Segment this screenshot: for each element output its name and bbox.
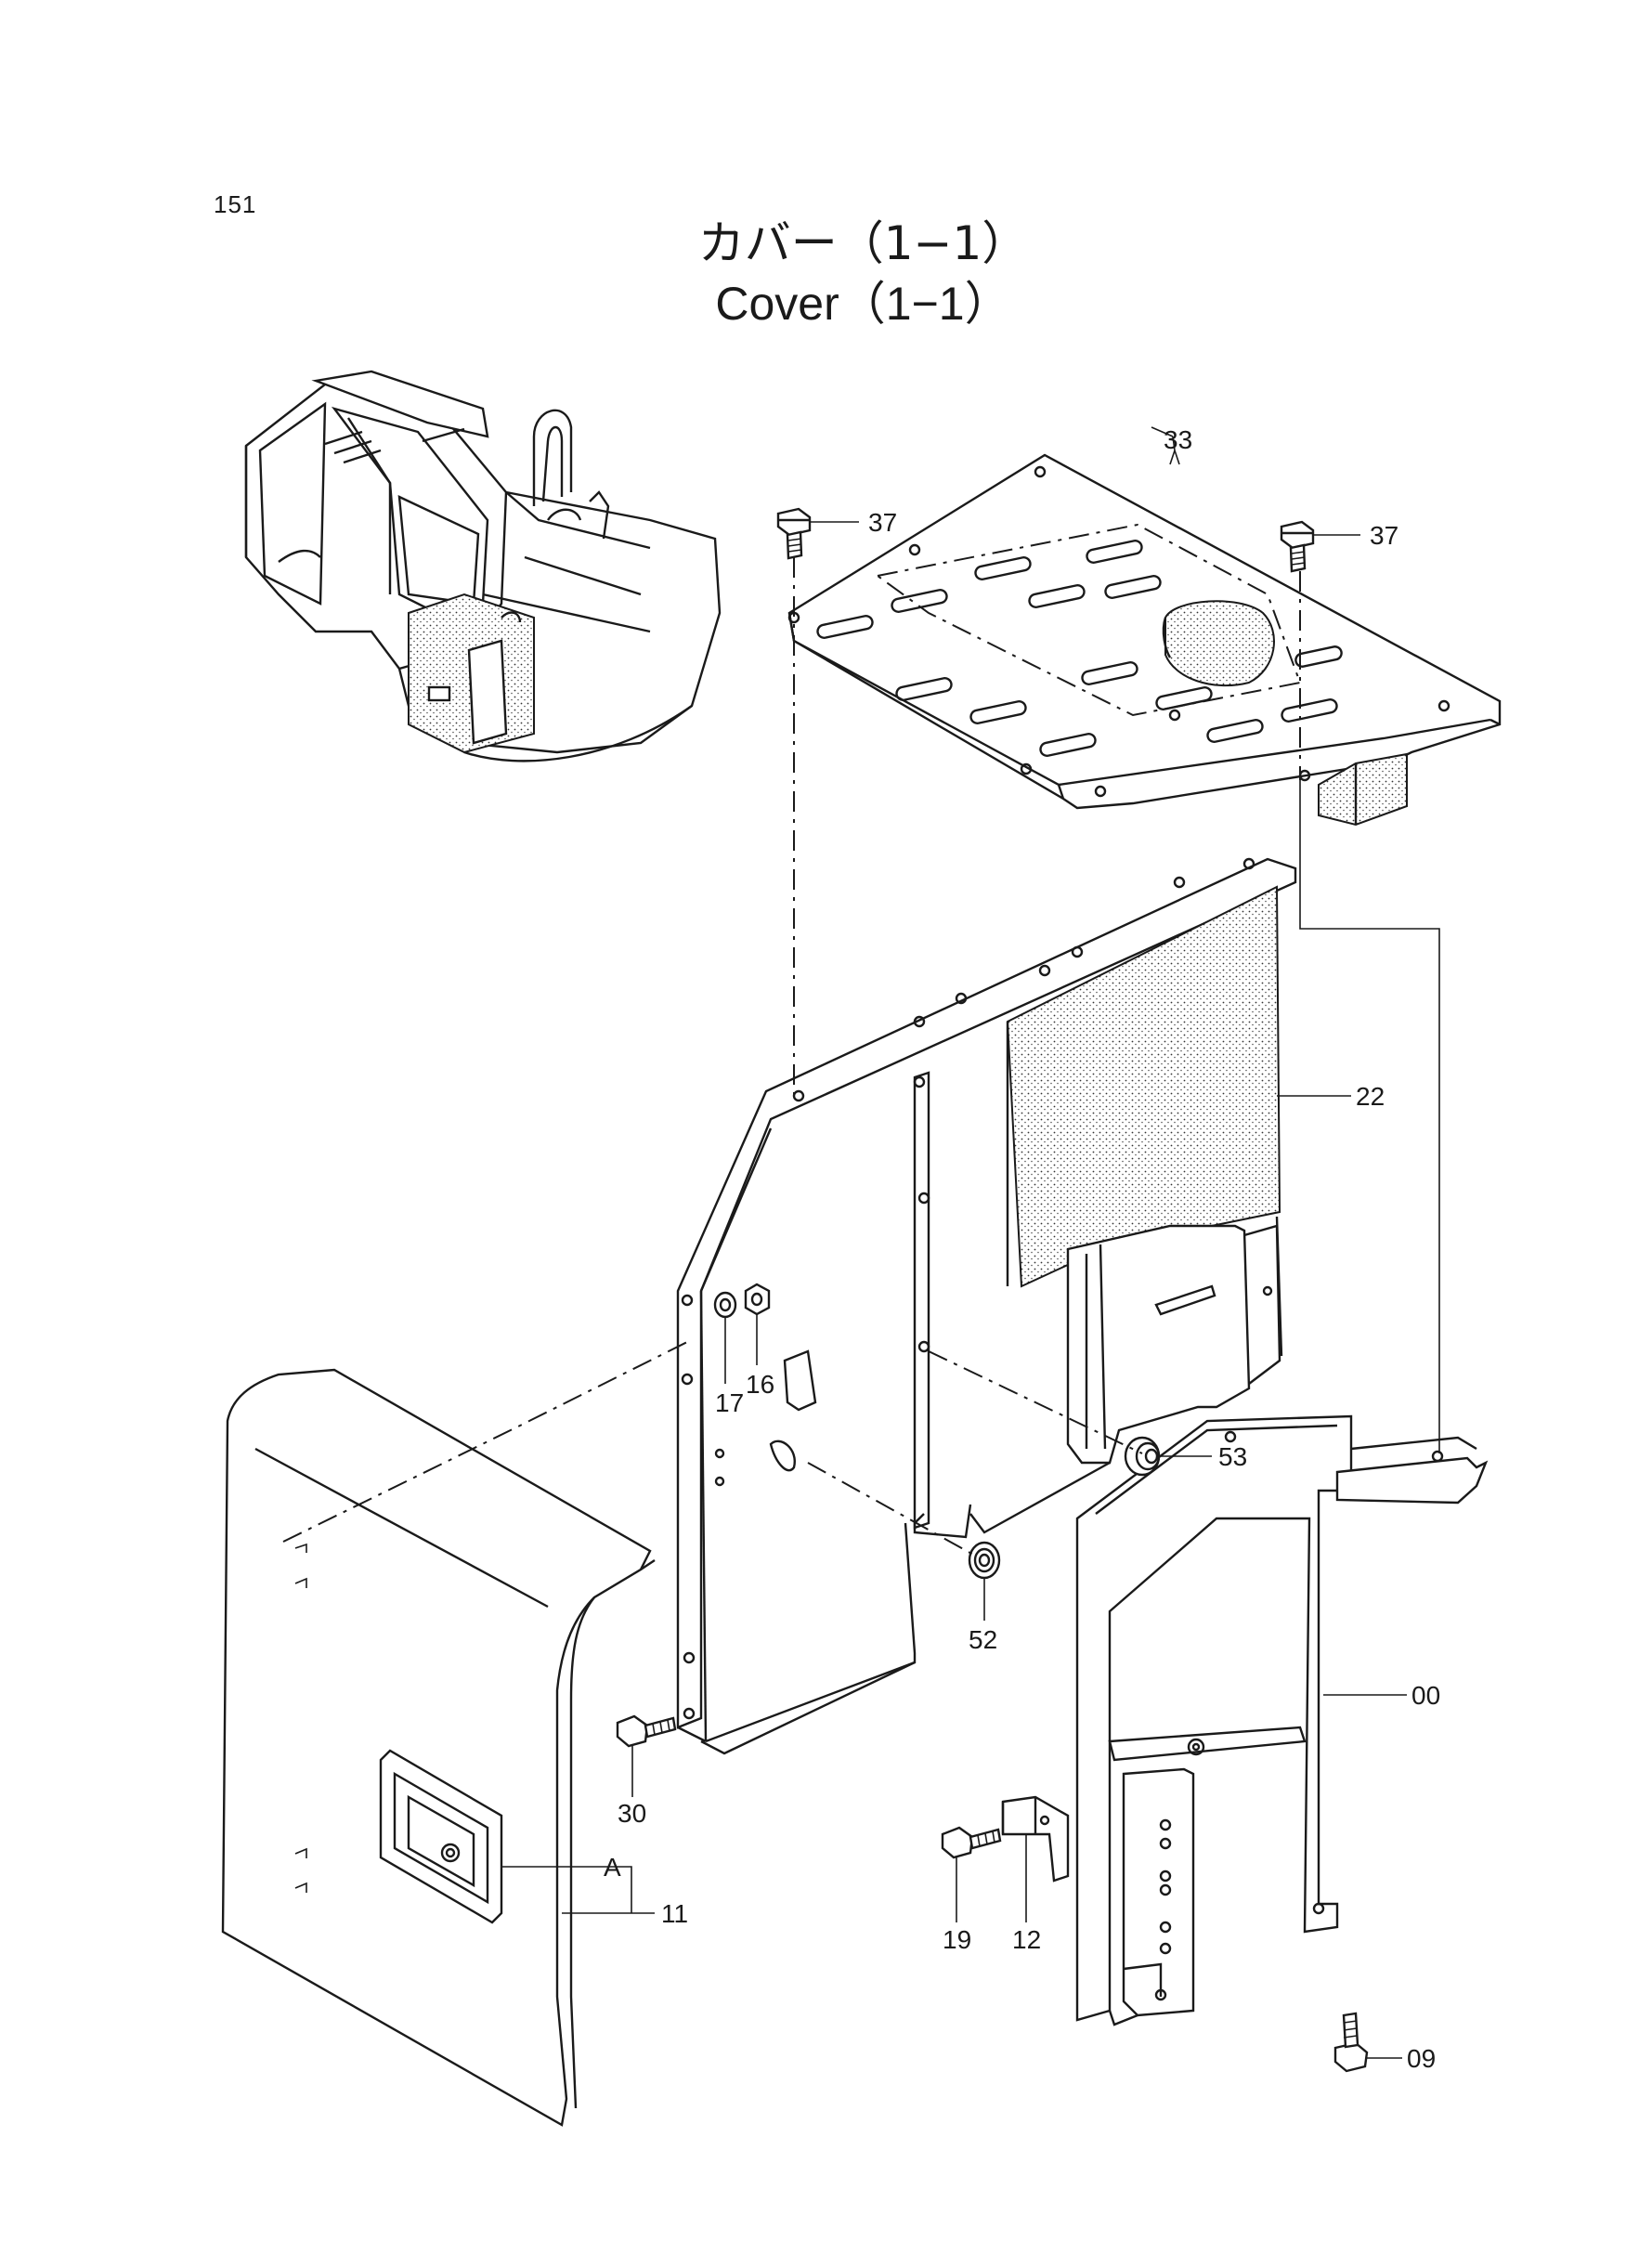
label-37-left: 37 bbox=[868, 508, 897, 537]
label-53: 53 bbox=[1218, 1442, 1247, 1471]
title-block: カバー（1−1） Cover（1−1） bbox=[0, 214, 1652, 334]
label-A: A bbox=[604, 1853, 621, 1882]
side-door-11 bbox=[221, 1341, 688, 2127]
label-09: 09 bbox=[1407, 2044, 1436, 2073]
bolt-30 bbox=[616, 1714, 677, 1748]
title-english: Cover（1−1） bbox=[715, 278, 1011, 330]
bolt-19 bbox=[941, 1826, 1002, 1859]
nut-16 bbox=[744, 1283, 771, 1316]
bolt-09 bbox=[1333, 2012, 1369, 2073]
label-30: 30 bbox=[618, 1799, 646, 1828]
bolt-37-right bbox=[1280, 520, 1315, 573]
label-33: 33 bbox=[1164, 425, 1192, 454]
bolt-37-left bbox=[776, 507, 812, 560]
grommet-52 bbox=[968, 1541, 1001, 1580]
label-22: 22 bbox=[1356, 1082, 1385, 1111]
top-cover-plate-33 bbox=[787, 453, 1502, 827]
label-17: 17 bbox=[715, 1388, 744, 1417]
part-labels: 33 37 37 22 17 16 53 52 00 30 19 12 A 11… bbox=[604, 425, 1440, 2073]
label-16: 16 bbox=[746, 1370, 774, 1399]
label-52: 52 bbox=[969, 1625, 997, 1654]
label-19: 19 bbox=[943, 1925, 971, 1954]
page-number: 151 bbox=[214, 190, 257, 218]
label-11: 11 bbox=[661, 1899, 688, 1928]
label-37-right: 37 bbox=[1370, 521, 1398, 550]
title-japanese: カバー（1−1） bbox=[697, 216, 1029, 270]
grommet-53 bbox=[1124, 1436, 1161, 1477]
mounting-frame-00 bbox=[1075, 1414, 1489, 2026]
washer-17 bbox=[713, 1291, 737, 1319]
frame-panel-22 bbox=[676, 857, 1297, 1755]
machine-overview-illustration bbox=[244, 370, 722, 762]
slot-cutouts bbox=[816, 540, 1343, 757]
label-00: 00 bbox=[1411, 1681, 1440, 1710]
assembly-lines bbox=[793, 557, 1440, 1557]
leader-lines bbox=[501, 426, 1407, 2059]
label-12: 12 bbox=[1012, 1925, 1041, 1954]
bracket-12 bbox=[1001, 1795, 1070, 1883]
